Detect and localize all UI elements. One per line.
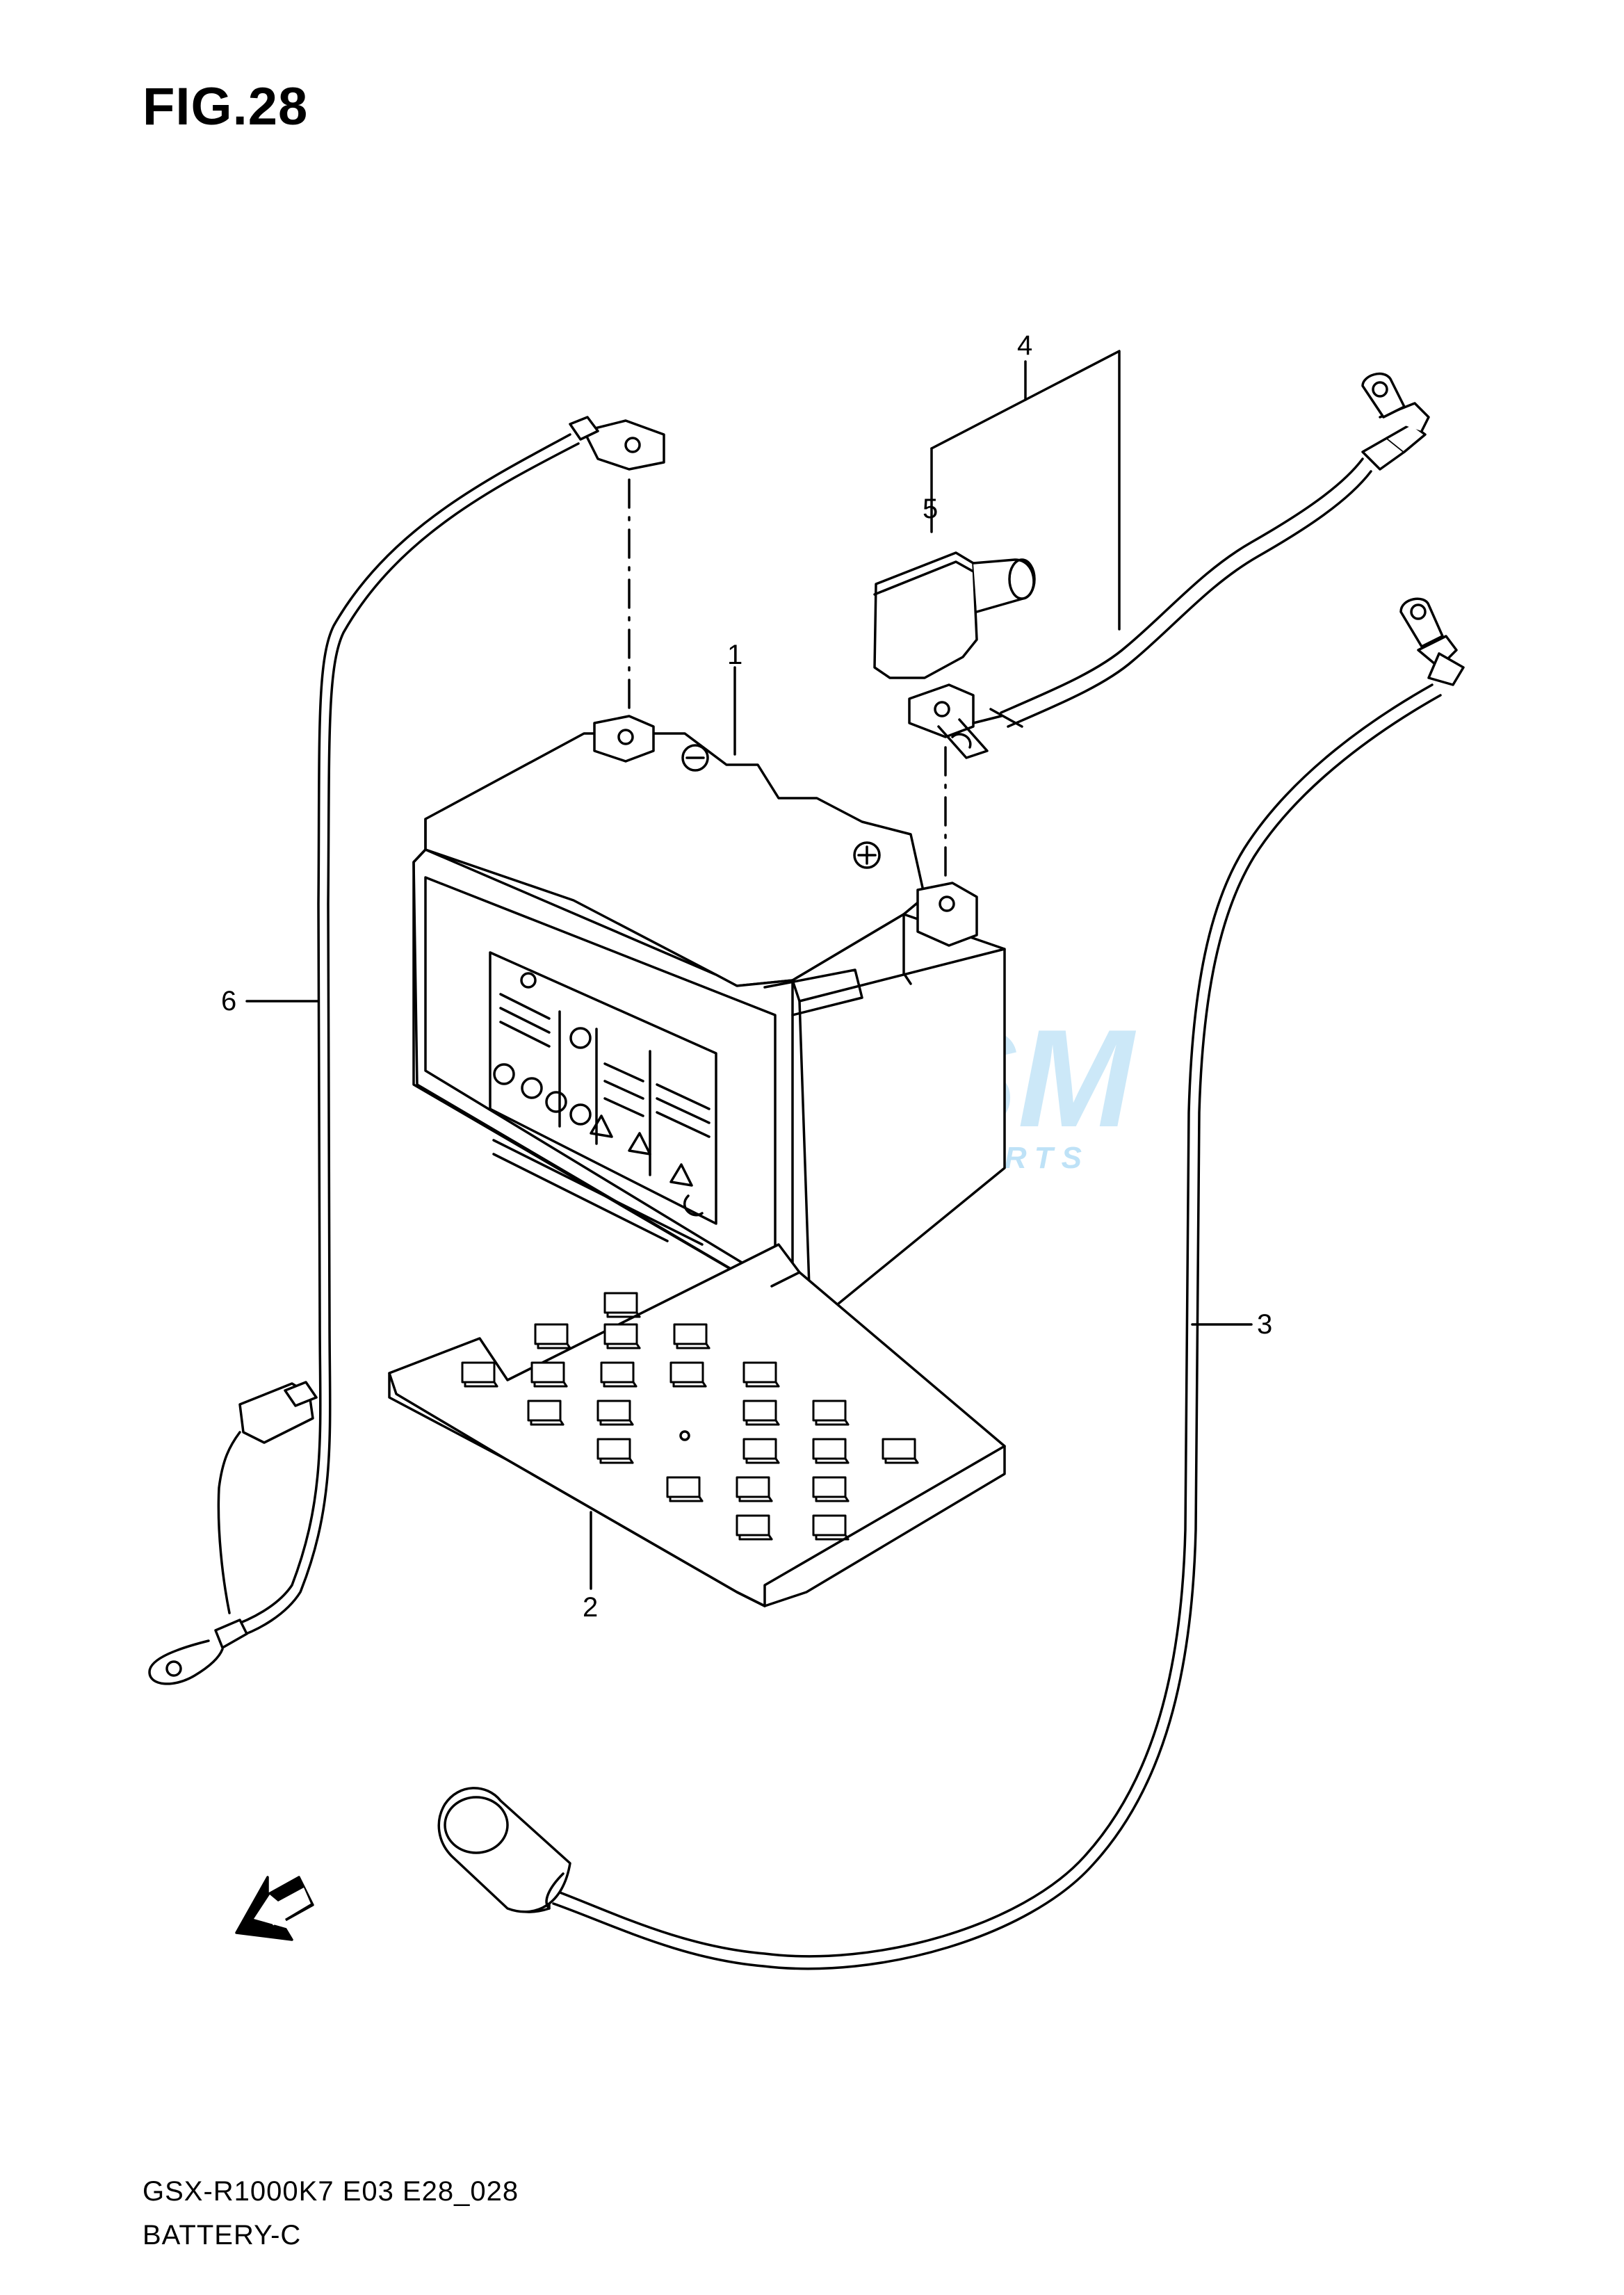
positive-cable-upper <box>908 372 1430 759</box>
positive-lead-wire <box>437 597 1465 1970</box>
callout-4-leader <box>930 350 1121 631</box>
fwd-arrow-icon <box>235 1876 314 1941</box>
callout-3-number: 3 <box>1257 1309 1272 1340</box>
battery-tray <box>388 1243 1006 1607</box>
terminal-cap <box>873 551 1036 679</box>
callout-6-number: 6 <box>221 986 236 1016</box>
negative-lead-wire <box>148 416 665 1685</box>
diagram-code: GSX-R1000K7 E03 E28_028 <box>143 2176 519 2207</box>
callout-4-number: 4 <box>1017 330 1032 361</box>
callout-2-number: 2 <box>583 1592 598 1623</box>
figure-title: FIG.28 <box>143 77 309 136</box>
battery <box>412 715 1006 1308</box>
diagram-group: BATTERY-C <box>143 2220 302 2251</box>
callout-1-number: 1 <box>727 640 742 670</box>
callout-5-number: 5 <box>923 494 938 524</box>
